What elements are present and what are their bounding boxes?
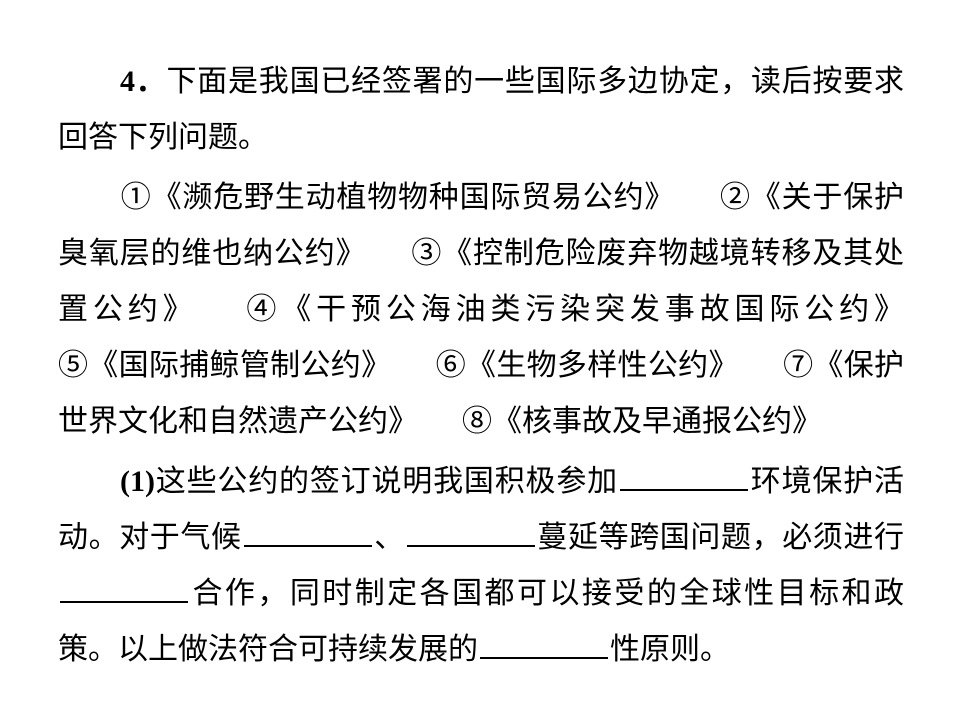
convention-list: ①《濒危野生动植物物种国际贸易公约》②《关于保护臭氧层的维也纳公约》③《控制危险…: [58, 170, 904, 450]
sub-question-text-6: 性原则。: [610, 632, 730, 667]
sub-question-text-5: 合作，同时制定各国都可以接受的全球性目标和政策。以上做法符合可持续发展的: [58, 576, 904, 667]
sub-question-1: (1)这些公约的签订说明我国积极参加环境保护活动。对于气候、 蔓延等跨国问题，必须…: [58, 454, 904, 678]
sub-question-text-3: 、: [373, 520, 405, 555]
answer-blank-2[interactable]: [243, 515, 372, 547]
question-stem: 4．下面是我国已经签署的一些国际多边协定，读后按要求回答下列问题。: [58, 54, 904, 166]
convention-item-3: ③《控制危险废弃物越境转移及其处置公约》: [58, 236, 905, 327]
sub-question-text-1: 这些公约的签订说明我国积极参加: [154, 464, 618, 499]
question-number: 4．: [120, 65, 167, 98]
convention-item-6: ⑥《生物多样性公约》: [435, 348, 739, 383]
convention-item-4: ④《干预公海油类污染突发事故国际公约》: [241, 292, 905, 327]
answer-blank-1[interactable]: [619, 459, 748, 491]
sub-question-label: (1): [120, 465, 155, 498]
sub-question-text-2: 环境保护活动。对于气候: [58, 464, 905, 555]
question-text: 下面是我国已经签署的一些国际多边协定，读后按要求回答下列问题。: [58, 64, 905, 155]
answer-blank-5[interactable]: [480, 627, 608, 659]
convention-item-1: ①《濒危野生动植物物种国际贸易公约》: [120, 180, 676, 215]
answer-blank-4[interactable]: [60, 571, 188, 603]
sub-question-text-4: 蔓延等跨国问题，必须进行: [536, 520, 905, 555]
convention-item-2: ②《关于保护臭氧层的维也纳公约》: [58, 180, 905, 271]
convention-item-5: ⑤《国际捕鲸管制公约》: [58, 348, 392, 383]
convention-item-7: ⑦《保护世界文化和自然遗产公约》: [58, 348, 905, 439]
convention-item-8: ⑧《核事故及早通报公约》: [462, 404, 822, 439]
answer-blank-3[interactable]: [406, 515, 535, 547]
